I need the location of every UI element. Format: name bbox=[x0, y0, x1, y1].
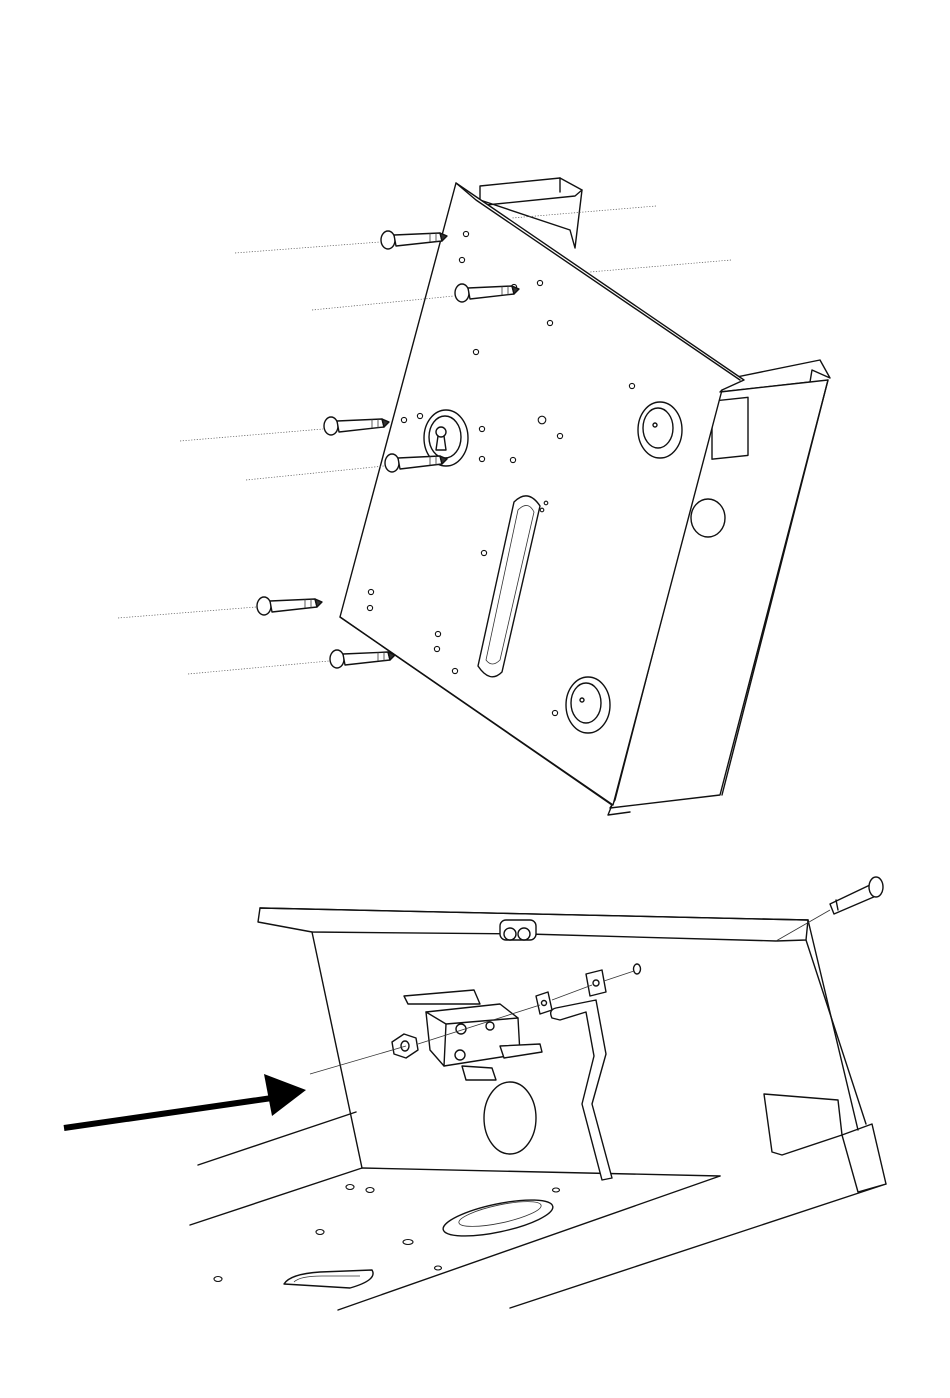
screw-3 bbox=[324, 417, 389, 435]
boss-lower bbox=[566, 677, 610, 733]
square-washer-2 bbox=[586, 970, 606, 996]
square-washer-1 bbox=[536, 992, 552, 1014]
actuator-rod bbox=[551, 1000, 612, 1180]
screw-5 bbox=[257, 597, 322, 615]
direction-arrow bbox=[64, 1074, 306, 1128]
mounting-bracket bbox=[258, 908, 866, 1168]
screw-1 bbox=[381, 231, 447, 249]
screw-6 bbox=[330, 650, 395, 668]
long-bolt bbox=[830, 877, 883, 914]
hinge bbox=[500, 920, 536, 940]
round-opening bbox=[484, 1082, 536, 1154]
micro-switch bbox=[404, 990, 542, 1080]
boss-upper-right bbox=[638, 402, 682, 458]
upper-assembly bbox=[118, 178, 830, 815]
pin bbox=[634, 964, 641, 974]
lower-assembly bbox=[64, 877, 886, 1310]
